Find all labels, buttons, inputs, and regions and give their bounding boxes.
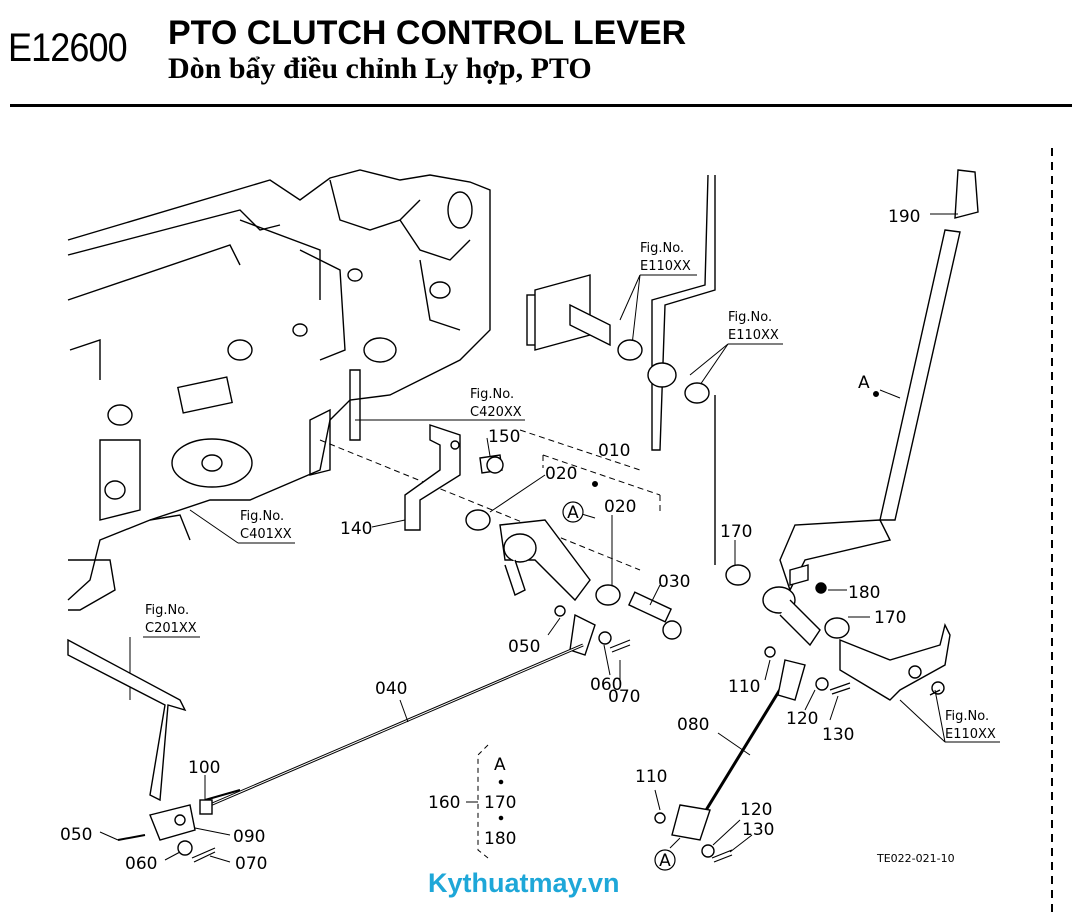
bracket-140 — [404, 424, 504, 531]
part-020-upper: 020 — [545, 464, 577, 484]
figure-code: TE022-021-10 — [877, 852, 955, 865]
circle-a-label-top: A — [567, 503, 579, 523]
rod-080 — [654, 646, 829, 858]
cotter-pins — [191, 639, 851, 863]
circle-a-label-bottom: A — [659, 851, 671, 871]
fig-ref-number: E110XX — [640, 259, 691, 274]
fig-ref-label: Fig.No. — [240, 509, 284, 524]
part-150: 150 — [488, 427, 520, 447]
part-160: 160 — [428, 793, 460, 813]
fig-ref-number: E110XX — [728, 328, 779, 343]
part-170-upper: 170 — [720, 522, 752, 542]
section-code: E12600 — [8, 26, 128, 70]
part-030: 030 — [658, 572, 690, 592]
fig-ref-label: Fig.No. — [640, 241, 684, 256]
fig-ref-label: Fig.No. — [470, 387, 514, 402]
fig-ref-e110-mid: Fig.No. E110XX — [728, 310, 779, 343]
part-080: 080 — [677, 715, 709, 735]
part-100: 100 — [188, 758, 220, 778]
part-labels: 190 A 150 010 020 020 140 170 180 170 03… — [60, 207, 920, 874]
part-190: 190 — [888, 207, 920, 227]
legend-group-160: A 170 180 — [484, 755, 516, 849]
part-140: 140 — [340, 519, 372, 539]
fig-ref-c201: Fig.No. C201XX — [145, 603, 197, 636]
fig-ref-c420: Fig.No. C420XX — [470, 387, 522, 420]
part-170-lower: 170 — [874, 608, 906, 628]
fig-ref-number: C401XX — [240, 527, 292, 542]
circle-a-marker-top: A — [562, 501, 584, 523]
circle-a-marker-bottom: A — [654, 849, 676, 871]
part-050-upper: 050 — [508, 637, 540, 657]
part-130-upper: 130 — [822, 725, 854, 745]
part-040: 040 — [375, 679, 407, 699]
header-rule — [10, 104, 1072, 107]
part-050-lower: 050 — [60, 825, 92, 845]
rod-040 — [204, 643, 584, 807]
fig-ref-c401: Fig.No. C401XX — [240, 509, 292, 542]
fig-ref-number: C420XX — [470, 405, 522, 420]
part-060-upper: 060 — [590, 675, 622, 695]
part-leaders — [99, 213, 958, 863]
part-070-upper: 070 — [608, 687, 640, 707]
transmission-housing — [67, 169, 491, 611]
part-060-lower: 060 — [125, 854, 157, 874]
axis-lines — [319, 429, 641, 571]
lower-left-lever — [67, 638, 213, 856]
fig-ref-label: Fig.No. — [145, 603, 189, 618]
part-010: 010 — [598, 441, 630, 461]
legend-head: A — [494, 755, 506, 775]
part-020-lower: 020 — [604, 497, 636, 517]
group-bracket-010 — [542, 454, 661, 515]
fig-ref-e110-lower: Fig.No. E110XX — [945, 709, 996, 742]
part-090: 090 — [233, 827, 265, 847]
fig-ref-number: E110XX — [945, 727, 996, 742]
page-subtitle: Dòn bẩy điều chỉnh Ly hợp, PTO — [168, 52, 592, 85]
main-lever — [725, 169, 979, 701]
upper-shaft-assembly — [526, 174, 716, 565]
legend-bracket — [466, 391, 879, 859]
ref-leaders — [129, 274, 1000, 743]
part-130-lower: 130 — [742, 820, 774, 840]
legend-item-180: 180 — [484, 829, 516, 849]
fig-ref-number: C201XX — [145, 621, 197, 636]
control-arm-010 — [465, 509, 682, 656]
part-a: A — [858, 373, 870, 393]
part-070-lower: 070 — [235, 854, 267, 874]
page-title: PTO CLUTCH CONTROL LEVER — [168, 14, 687, 52]
fig-ref-label: Fig.No. — [728, 310, 772, 325]
part-110-lower: 110 — [635, 767, 667, 787]
fig-ref-e110-upper: Fig.No. E110XX — [640, 241, 691, 274]
part-120-lower: 120 — [740, 800, 772, 820]
part-180: 180 — [848, 583, 880, 603]
fig-ref-label: Fig.No. — [945, 709, 989, 724]
legend-item-170: 170 — [484, 793, 516, 813]
part-110-upper: 110 — [728, 677, 760, 697]
part-120-upper: 120 — [786, 709, 818, 729]
watermark: Kythuatmay.vn — [428, 868, 620, 898]
